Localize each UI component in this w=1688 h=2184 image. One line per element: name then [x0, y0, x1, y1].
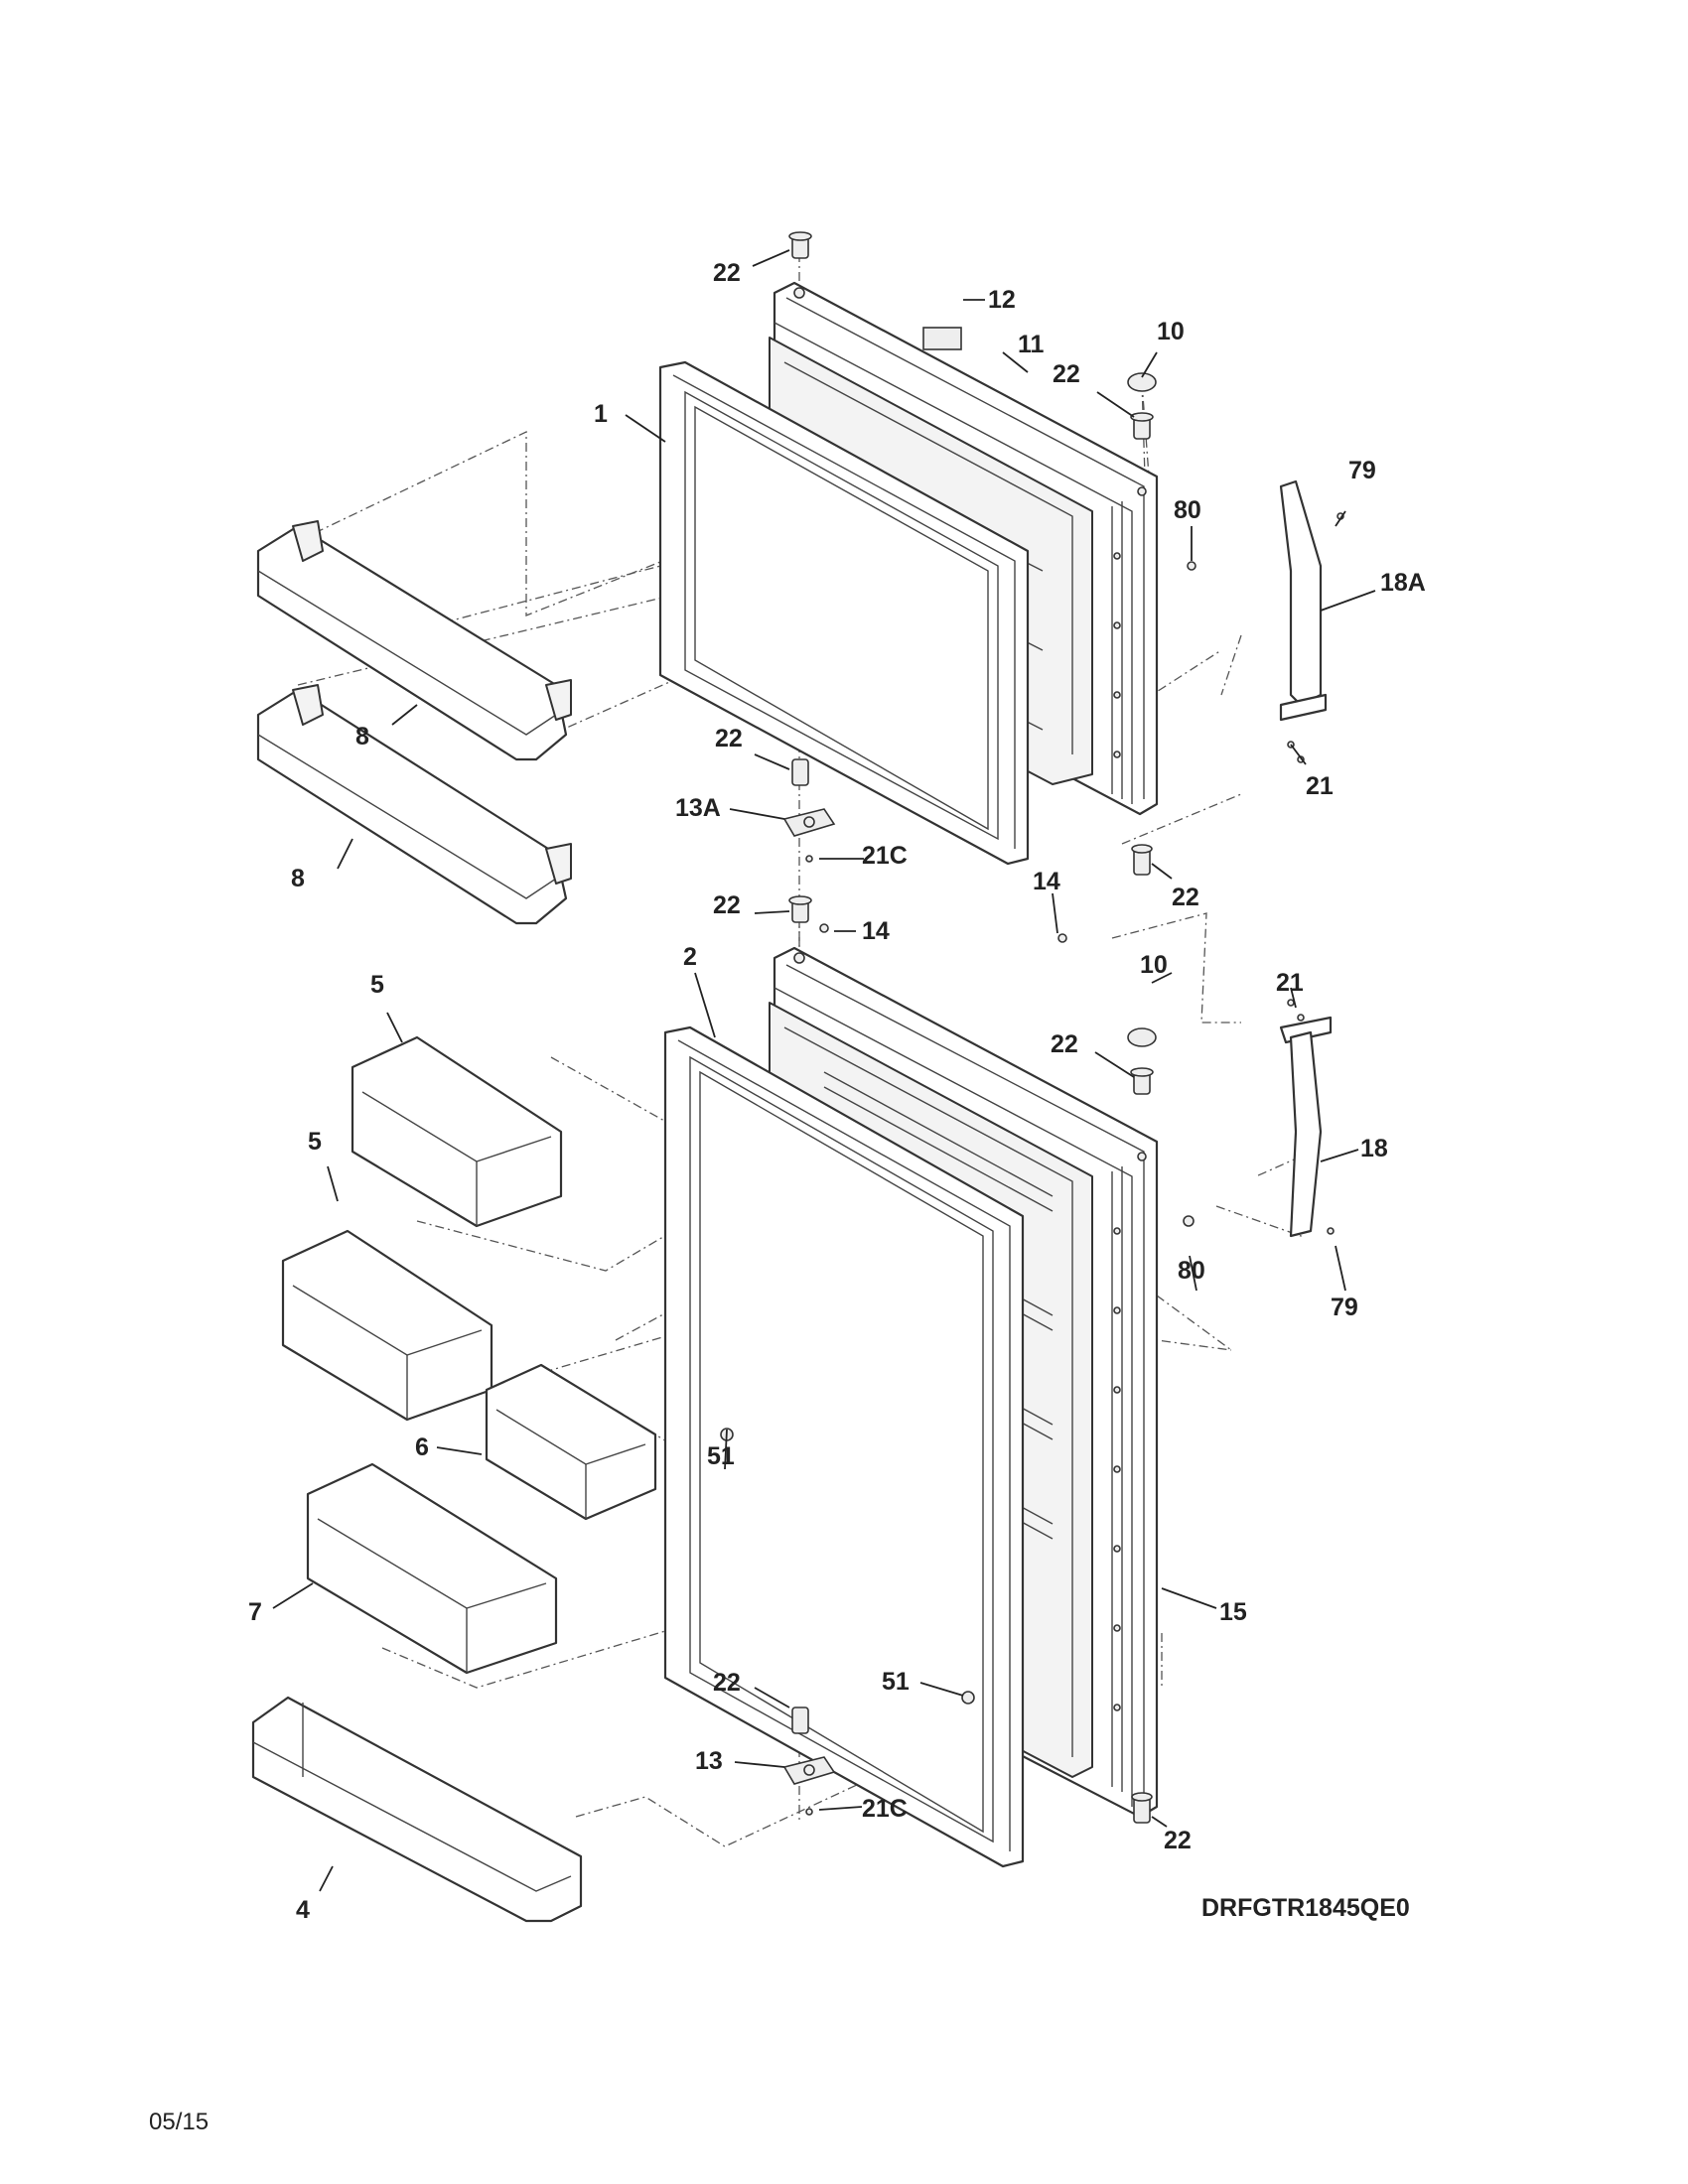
callout-label: 6: [415, 1433, 429, 1461]
fresh-food-bin-middle: [281, 1229, 493, 1422]
callout-label: 79: [1331, 1294, 1358, 1321]
callout-label: 51: [882, 1668, 910, 1696]
callout-label: 22: [713, 1669, 741, 1697]
callout-label: 22: [715, 725, 743, 752]
leader-lines: [272, 249, 1376, 1892]
freezer-door-hardware: [782, 231, 1344, 876]
date-code: 05/15: [149, 2109, 209, 2135]
freezer-door-shelf-upper: [256, 520, 572, 761]
fresh-food-door-gasket: [663, 1025, 1025, 1868]
callout-label: 22: [1172, 884, 1199, 911]
callout-label: 21: [1276, 969, 1304, 997]
callout-label: 12: [988, 286, 1016, 314]
callout-label: 11: [1018, 331, 1045, 358]
callout-label: 2: [683, 943, 697, 971]
callout-label: 79: [1348, 457, 1376, 484]
callout-label: 8: [291, 865, 305, 892]
callout-label: 80: [1178, 1257, 1205, 1285]
fresh-food-door-handle: [1279, 1016, 1333, 1238]
callout-label: 22: [713, 891, 741, 919]
callout-label: 21C: [862, 1795, 908, 1823]
callout-label: 4: [296, 1896, 310, 1924]
callout-label: 22: [1164, 1827, 1192, 1854]
callout-label: 22: [1051, 1030, 1078, 1058]
callout-label: 21: [1306, 772, 1334, 800]
callout-label: 18A: [1380, 569, 1426, 597]
callout-label: 10: [1157, 318, 1185, 345]
callout-label: 21C: [862, 842, 908, 870]
callout-label: 5: [308, 1128, 322, 1156]
callout-label: 15: [1219, 1598, 1247, 1626]
callout-labels: 22 12 11 10 22 1 79 80 18A 8 21 22 13A 8…: [248, 259, 1426, 1924]
model-code: DRFGTR1845QE0: [1201, 1894, 1410, 1922]
freezer-door-gasket: [658, 360, 1030, 866]
callout-label: 13A: [675, 794, 721, 822]
fresh-food-bin-bottom: [251, 1696, 583, 1923]
fresh-food-bin-lower: [306, 1462, 558, 1675]
callout-label: 1: [594, 400, 608, 428]
callout-label: 14: [1033, 868, 1060, 895]
fresh-food-bin-upper: [351, 1035, 563, 1228]
callout-label: 7: [248, 1598, 262, 1626]
freezer-door-handle: [1279, 479, 1328, 722]
callout-label: 10: [1140, 951, 1168, 979]
callout-label: 22: [713, 259, 741, 287]
callout-label: 14: [862, 917, 890, 945]
callout-label: 5: [370, 971, 384, 999]
callout-label: 22: [1053, 360, 1080, 388]
callout-label: 13: [695, 1747, 723, 1775]
callout-label: 51: [707, 1442, 735, 1470]
callout-label: 18: [1360, 1135, 1388, 1162]
callout-label: 8: [355, 723, 369, 751]
freezer-door-shelf-lower: [256, 684, 572, 925]
callout-label: 80: [1174, 496, 1201, 524]
fresh-food-bin-small: [485, 1363, 657, 1521]
